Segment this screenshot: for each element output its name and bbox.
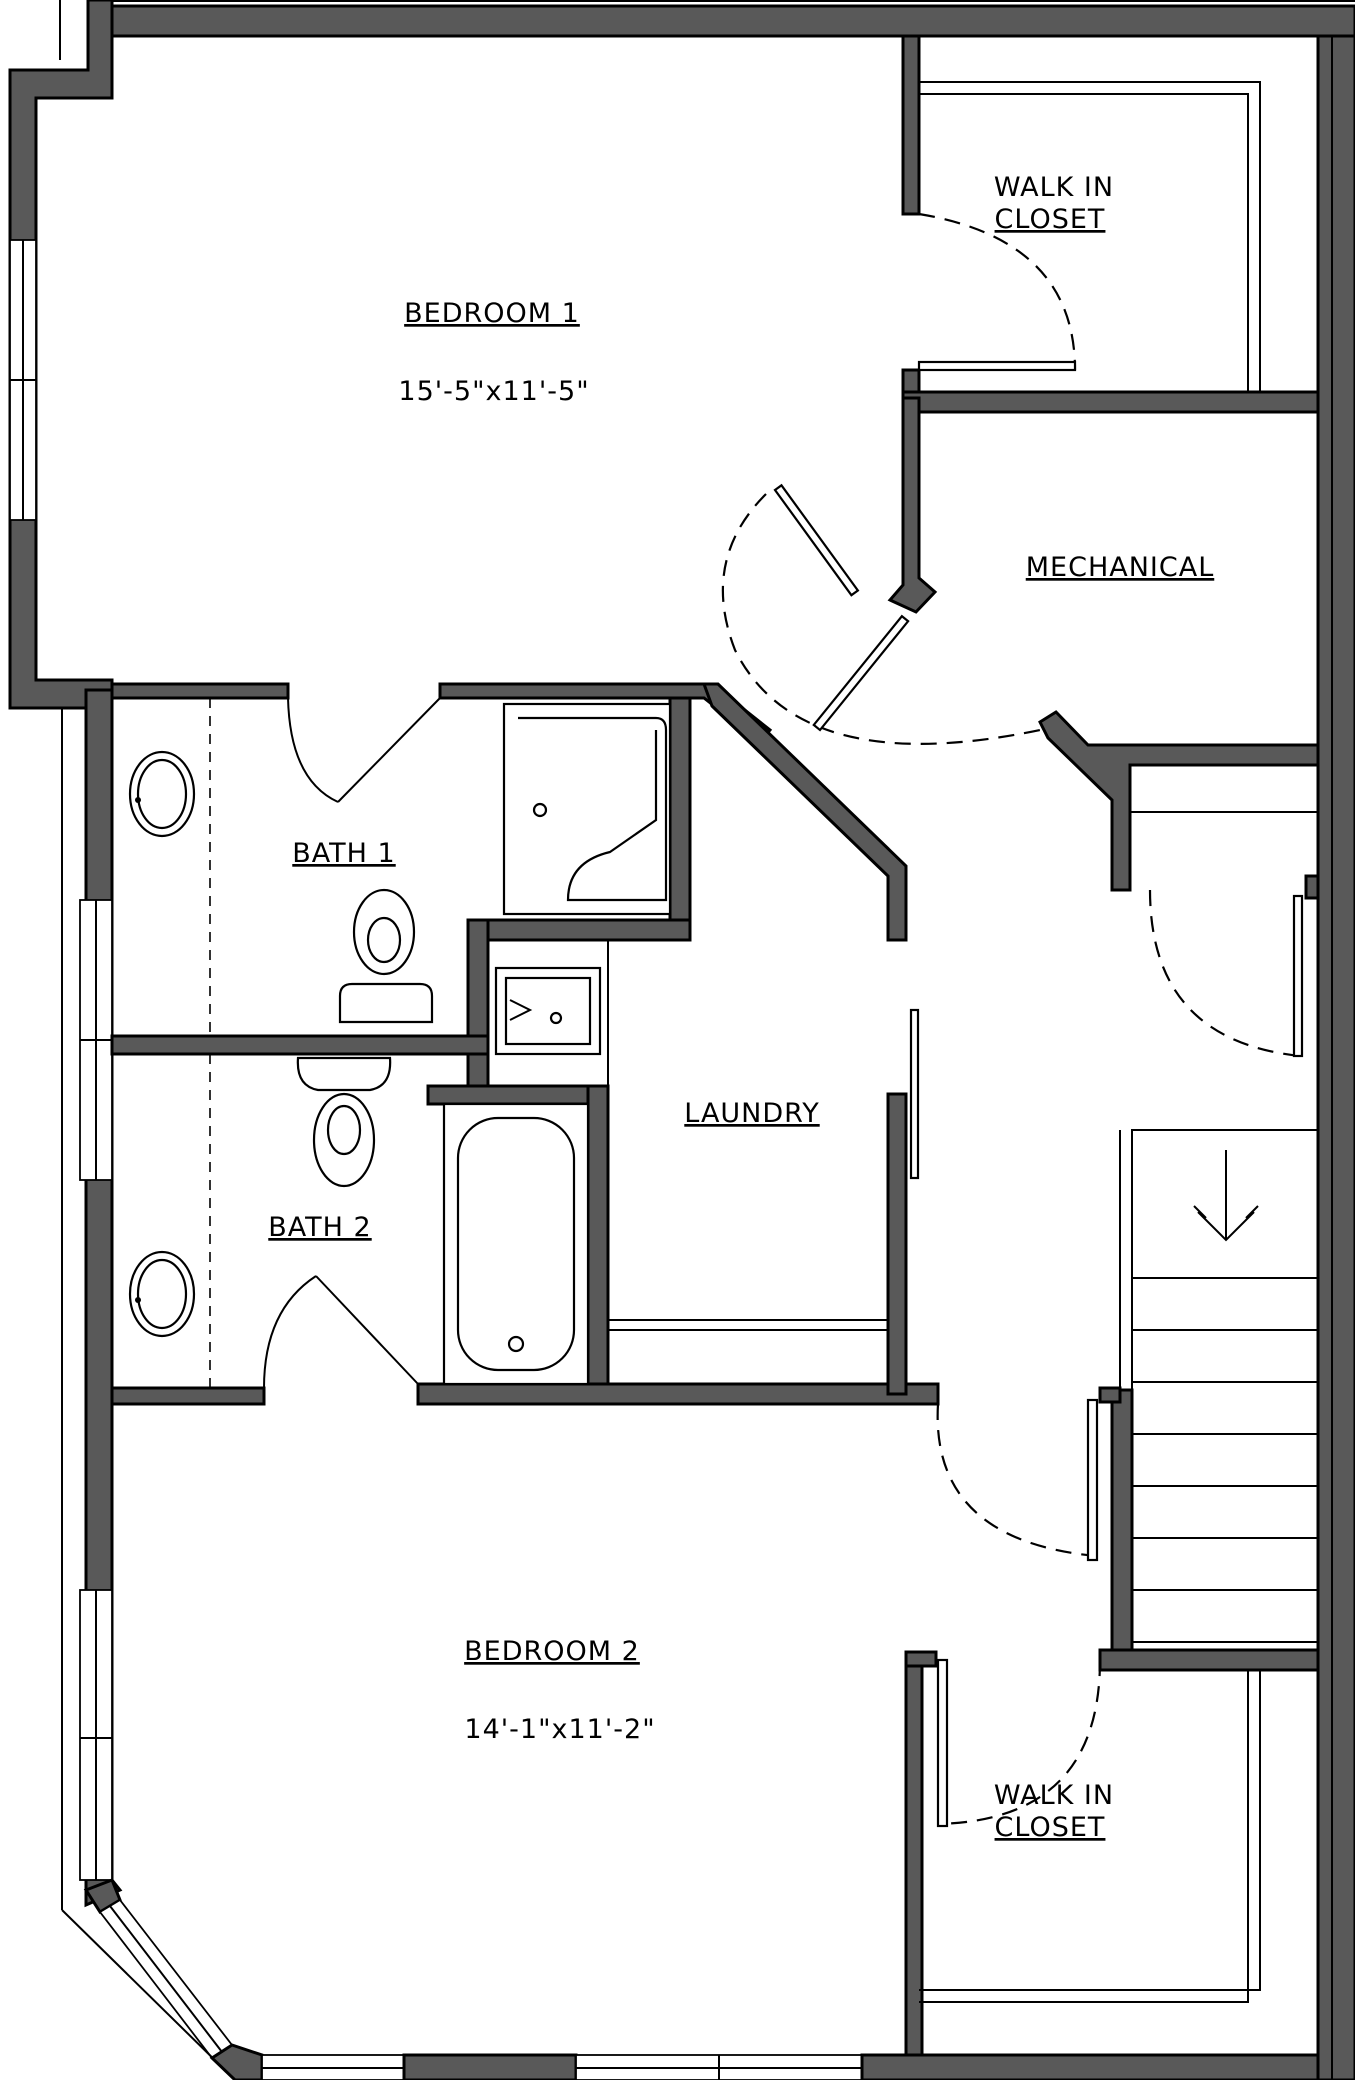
bath2-bottom-wall-left — [110, 1386, 266, 1406]
closet2-label-line1: WALK IN — [994, 1780, 1114, 1811]
stair-newel — [1098, 1386, 1122, 1404]
closet1-mech-wall — [901, 390, 1320, 414]
upper-left-wall — [8, 0, 114, 710]
shower-bottom-wall — [466, 918, 692, 942]
closet1-label-line2: CLOSET — [995, 204, 1106, 235]
mechanical-door-leaf-2 — [812, 614, 910, 732]
bath1-laundry-wall — [466, 918, 490, 1088]
interior-walls — [110, 34, 1320, 2057]
stair-lower-wall — [1098, 1648, 1320, 1672]
bottom-wall-a — [402, 2053, 578, 2080]
bath2-tub-wall — [426, 1084, 610, 1106]
bath1-door-leaf — [337, 697, 441, 803]
pantry-right-stub — [1304, 874, 1320, 900]
top-wall — [110, 4, 1355, 38]
bottom-wall-b — [860, 2053, 1320, 2080]
laundry-left-wall — [586, 1084, 610, 1398]
mechanical-bottom-wall — [1038, 710, 1320, 892]
pantry-door — [1292, 894, 1304, 1058]
bedroom1-size: 15'-5"x11'-5" — [398, 376, 589, 407]
mechanical-west-wall — [887, 396, 938, 614]
bedroom1-label: BEDROOM 1 — [404, 298, 580, 329]
laundry-label: LAUNDRY — [684, 1098, 819, 1129]
closet-shelving — [608, 81, 1318, 2003]
room-labels: BEDROOM 1 15'-5"x11'-5" WALK IN CLOSET M… — [268, 172, 1215, 1843]
bedroom2-label: BEDROOM 2 — [464, 1636, 640, 1667]
bedroom2-size: 14'-1"x11'-2" — [464, 1714, 655, 1745]
bath2-door-swing — [263, 1275, 317, 1389]
stairs — [1119, 1129, 1319, 1651]
laundry-door — [909, 1008, 920, 1180]
bedroom2-door — [1086, 1398, 1099, 1562]
stair-down-arrow — [1193, 1150, 1259, 1242]
laundry-right-wall — [886, 1092, 908, 1396]
mechanical-label: MECHANICAL — [1026, 552, 1215, 583]
shower-right-wall — [668, 696, 692, 938]
exterior-walls — [8, 0, 1355, 2080]
bath2-door-leaf — [315, 1275, 419, 1385]
closet2-wall-stub — [904, 1650, 938, 1668]
closet1-wall-top — [901, 34, 921, 216]
laundry-diagonal-wall — [701, 682, 908, 942]
bath2-bottom-wall-right — [416, 1382, 940, 1406]
mechanical-door-leaf — [773, 483, 860, 597]
closet1-label-line1: WALK IN — [994, 172, 1114, 203]
bath1-top-wall-left — [110, 682, 290, 700]
laundry-fixtures — [494, 940, 609, 1086]
bath1-label: BATH 1 — [292, 838, 395, 869]
bath1-fixtures — [128, 698, 672, 1036]
closet2-door — [936, 1658, 949, 1828]
closet2-wall — [904, 1650, 924, 2057]
bath-divider-wall — [110, 1034, 490, 1056]
bath1-door-swing — [287, 697, 339, 803]
closet1-door — [917, 360, 1077, 372]
stair-upper-wall — [1110, 1388, 1134, 1672]
bath2-label: BATH 2 — [268, 1212, 371, 1243]
doors — [263, 212, 1304, 1828]
bath2-fixtures — [128, 1054, 590, 1388]
right-wall — [1316, 34, 1355, 2080]
closet2-label-line2: CLOSET — [995, 1812, 1106, 1843]
